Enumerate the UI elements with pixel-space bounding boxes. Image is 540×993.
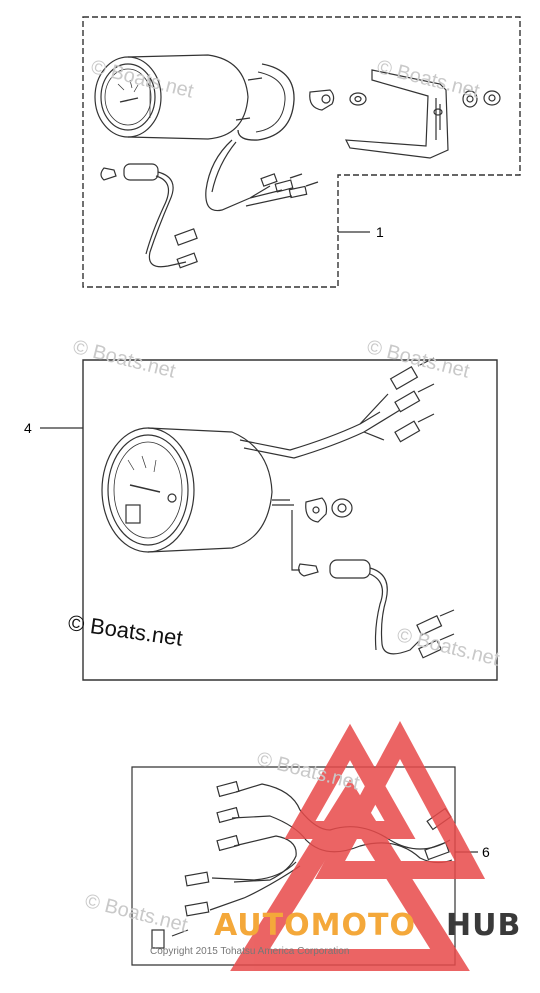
bolt-nut-right <box>462 90 501 108</box>
harness-1 <box>205 139 319 212</box>
mounting-bracket <box>344 69 449 159</box>
copyright-text: Copyright 2015 Tohatsu America Corporati… <box>150 946 350 957</box>
group1-outline <box>82 16 521 288</box>
group4-outline <box>82 359 498 681</box>
callout-6: 6 <box>482 844 490 860</box>
nut-washer-4 <box>305 497 353 523</box>
brand-logo-mark <box>230 721 486 971</box>
gauge-4 <box>101 427 294 553</box>
brand-text-automoto: AUTOMOTO <box>214 908 416 943</box>
callout-4: 4 <box>24 420 32 436</box>
harness-4-top <box>239 357 435 459</box>
callout-1: 1 <box>376 224 384 240</box>
u-clamp <box>237 63 295 141</box>
gauge-1 <box>94 54 263 140</box>
bulb-socket-1 <box>100 163 198 269</box>
bulb-socket-4 <box>291 510 455 659</box>
nut-washer-1 <box>309 89 367 111</box>
brand-text-hub: HUB <box>446 908 522 943</box>
